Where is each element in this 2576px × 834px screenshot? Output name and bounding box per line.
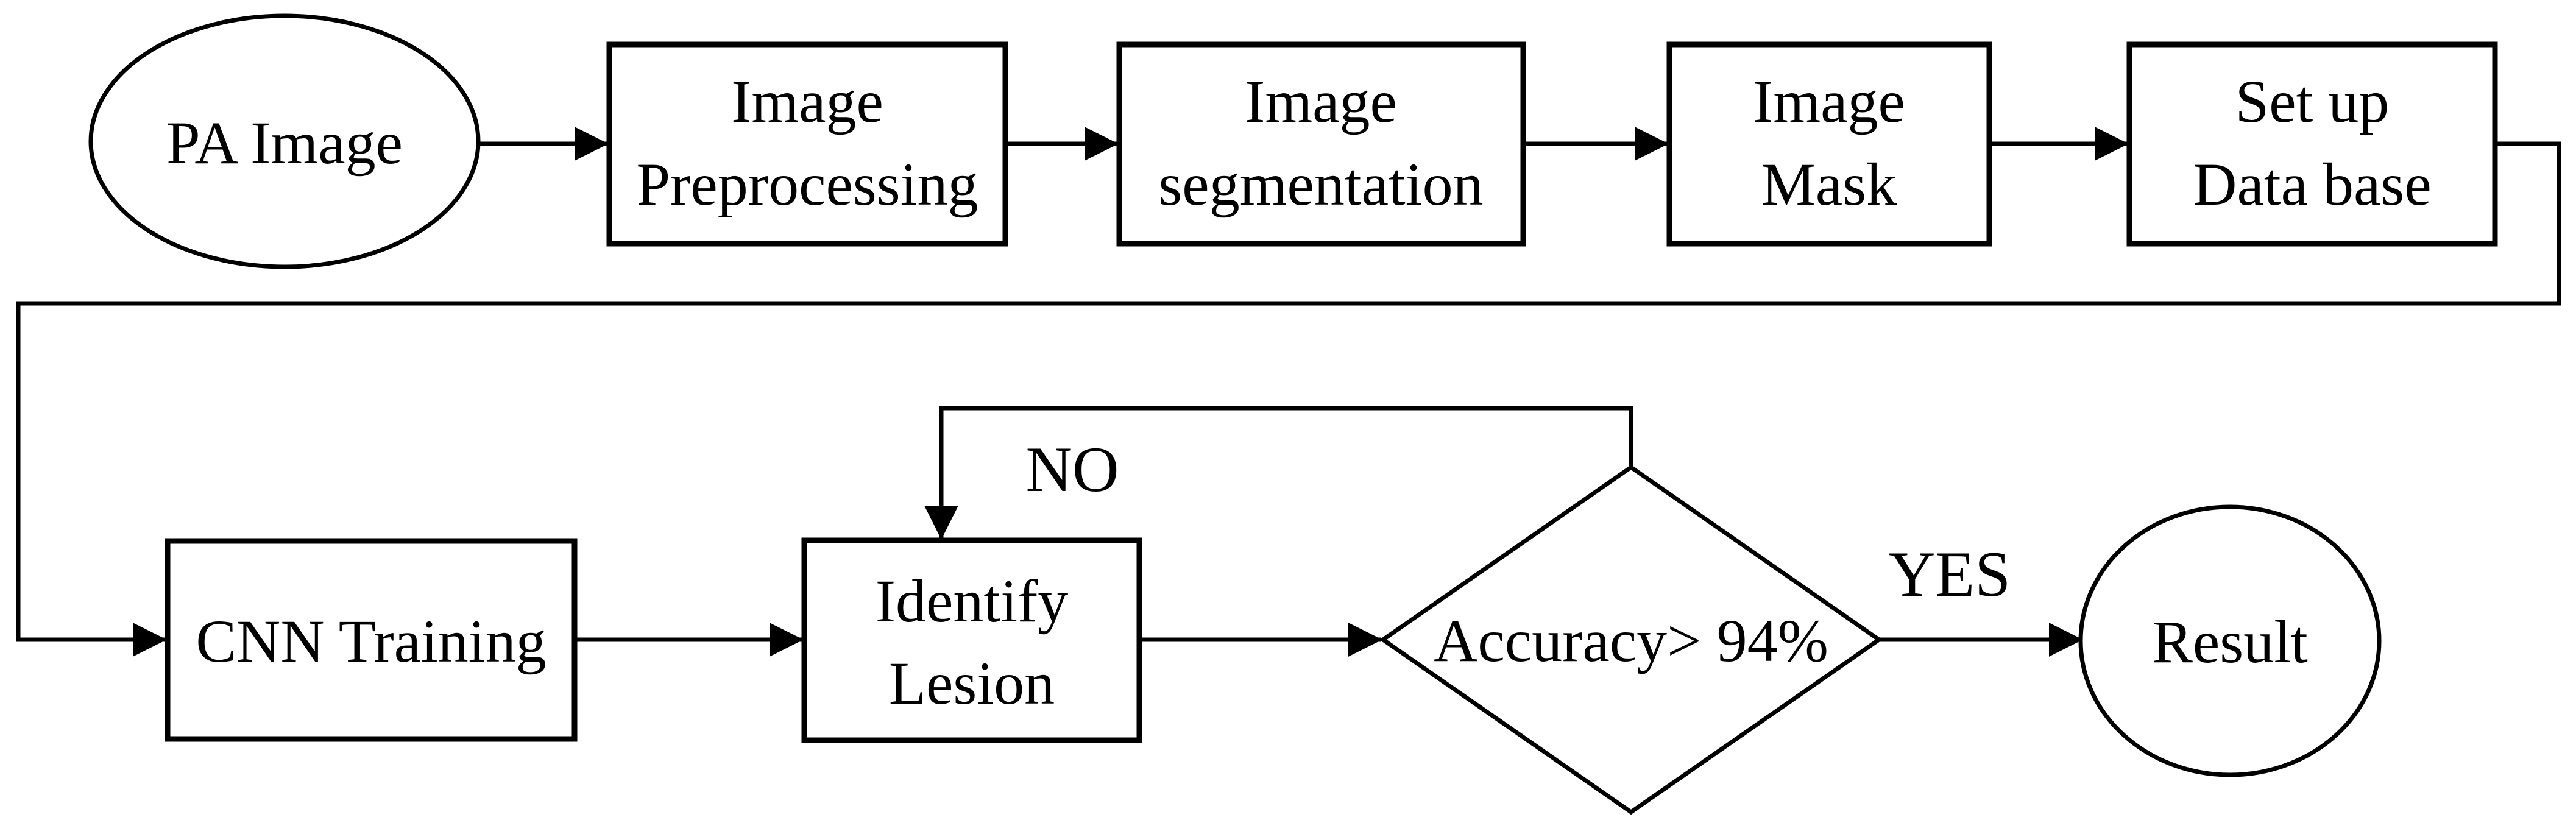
- node-image-segmentation: [1116, 41, 1526, 247]
- node-image-preprocessing: [606, 41, 1008, 247]
- arrow-accuracy-no-loop-to-identify-lesion: [924, 406, 1633, 540]
- pa-image-label: PA Image: [166, 109, 403, 177]
- result-label: Result: [2152, 608, 2308, 676]
- image-mask-label-line2: Mask: [1761, 150, 1897, 218]
- set-up-data-base-label-line2: Data base: [2193, 150, 2431, 218]
- node-image-mask: [1666, 41, 1992, 247]
- cnn-training-label: CNN Training: [196, 607, 546, 675]
- node-identify-lesion: [801, 537, 1142, 743]
- image-preprocessing-label-line1: Image: [731, 68, 883, 135]
- node-result: [2078, 504, 2382, 777]
- identify-lesion-label-line2: Lesion: [889, 649, 1055, 717]
- set-up-data-base-label-line1: Set up: [2235, 68, 2390, 135]
- image-segmentation-label-line1: Image: [1245, 68, 1397, 135]
- yes-edge-label: YES: [1889, 539, 2011, 610]
- arrow-setup-database-to-cnn-training: [16, 141, 2561, 657]
- no-edge-label: NO: [1025, 434, 1119, 505]
- node-set-up-data-base: [2126, 41, 2498, 247]
- identify-lesion-label-line1: Identify: [876, 567, 1069, 635]
- node-cnn-training: [165, 538, 578, 742]
- image-preprocessing-label-line2: Preprocessing: [637, 150, 978, 218]
- accuracy-decision-label: Accuracy> 94%: [1434, 607, 1828, 674]
- node-accuracy-decision-diamond: [1379, 464, 1883, 815]
- image-segmentation-label-line2: segmentation: [1158, 150, 1483, 218]
- image-mask-label-line1: Image: [1753, 68, 1905, 135]
- node-pa-image: [88, 13, 481, 269]
